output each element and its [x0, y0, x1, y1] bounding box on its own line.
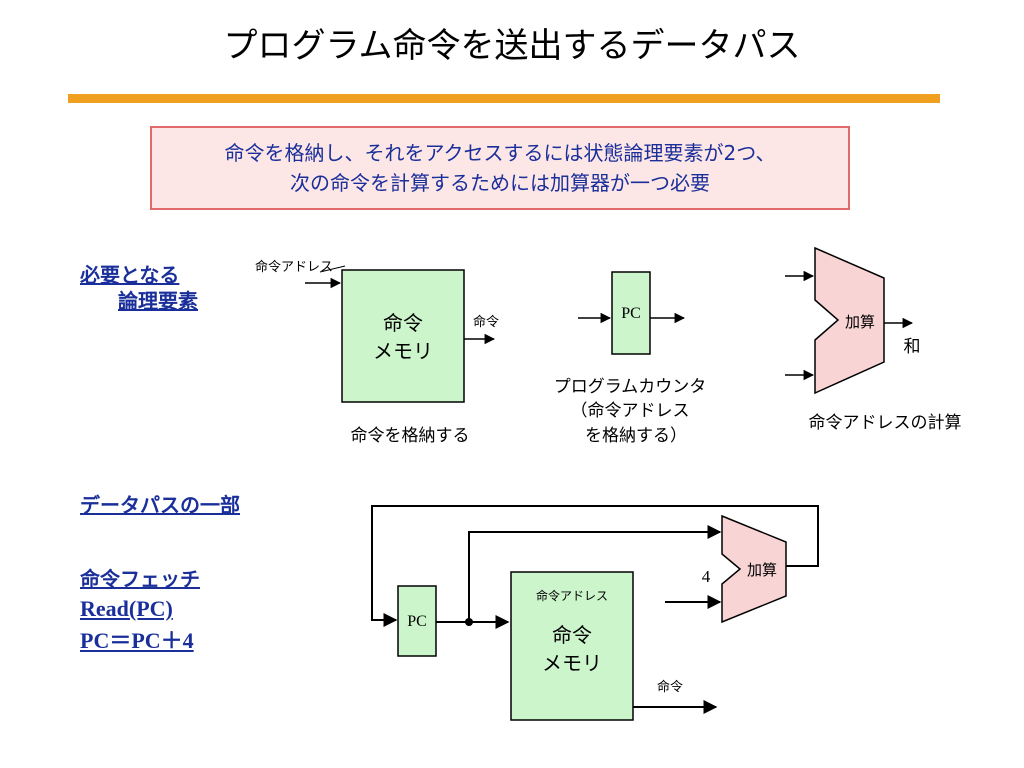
bottom-memory-out-label: 命令	[657, 679, 683, 695]
top-pc-label: PC	[621, 305, 641, 322]
bottom-pc-label: PC	[407, 613, 427, 630]
bottom-pc-to-adder-wire	[468, 525, 722, 622]
bottom-feedback-wire	[371, 505, 819, 627]
top-pc-caption-2: （命令アドレス	[571, 401, 690, 421]
bottom-memory-line-1: 命令	[552, 623, 592, 647]
top-adder-out-label: 和	[904, 337, 921, 357]
bottom-program-counter	[397, 585, 437, 657]
top-memory-addr-pointer	[319, 265, 346, 273]
callout-line-2: 次の命令を計算するためには加算器が一つ必要	[290, 171, 710, 195]
callout-line-1: 命令を格納し、それをアクセスするには状態論理要素が2つ、	[224, 141, 776, 165]
pc-update-heading: PC＝PC＋4	[80, 628, 194, 653]
bottom-adder-label: 加算	[747, 561, 777, 579]
bottom-constant-label: 4	[702, 567, 711, 586]
fetch-heading: 命令フェッチ	[80, 567, 200, 591]
top-memory-out-label: 命令	[473, 314, 499, 330]
top-adder	[814, 246, 885, 395]
top-instruction-memory	[341, 269, 465, 403]
top-memory-line-1: 命令	[383, 311, 423, 335]
top-adder-caption: 命令アドレスの計算	[809, 413, 962, 433]
required-elements-heading: 必要となる 論理要素	[80, 262, 198, 314]
page-title: プログラム命令を送出するデータパス	[223, 26, 801, 66]
bottom-memory-addr-label: 命令アドレス	[536, 588, 608, 603]
bottom-memory-line-2: メモリ	[542, 651, 602, 675]
title-underline	[68, 94, 940, 103]
top-adder-label: 加算	[845, 313, 875, 331]
required-line-1: 必要となる	[80, 263, 180, 287]
top-memory-caption: 命令を格納する	[351, 426, 470, 446]
top-memory-line-2: メモリ	[373, 339, 433, 363]
read-pc-heading: Read(PC)	[80, 596, 173, 621]
datapath-part-heading: データパスの一部	[80, 493, 240, 517]
required-line-2: 論理要素	[118, 289, 198, 313]
bottom-instruction-memory	[510, 571, 634, 721]
bottom-adder	[721, 514, 787, 624]
top-program-counter	[611, 271, 651, 355]
top-pc-caption-3: を格納する）	[585, 426, 687, 446]
top-pc-caption-1: プログラムカウンタ	[554, 377, 707, 397]
summary-callout: 命令を格納し、それをアクセスするには状態論理要素が2つ、 次の命令を計算するため…	[150, 126, 850, 210]
top-memory-addr-label: 命令アドレス	[255, 259, 333, 275]
